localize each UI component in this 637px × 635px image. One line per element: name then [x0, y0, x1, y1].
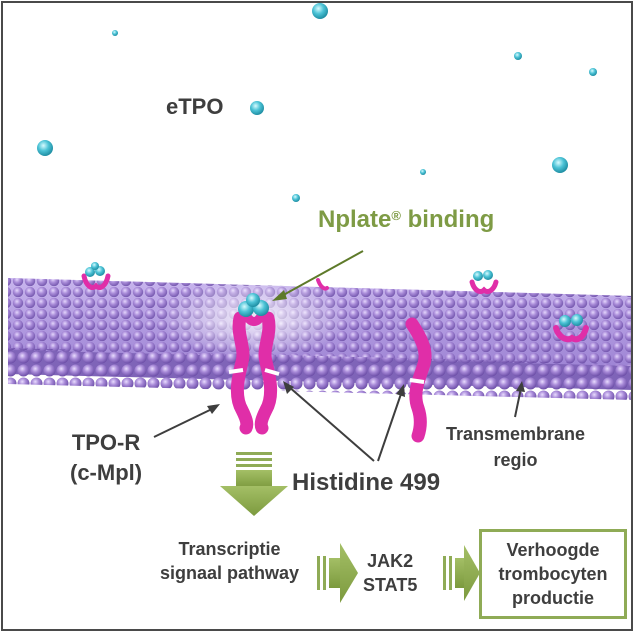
pathway-step-jak-stat: JAK2 STAT5 [363, 549, 417, 597]
etpo-molecules [37, 3, 597, 202]
membrane-receptor-cluster-center [316, 278, 329, 291]
signal-arrow-down [220, 452, 288, 516]
transmembrane-line1: Transmembrane [446, 424, 586, 444]
pathway-step-transcription: Transcriptie signaal pathway [160, 537, 299, 585]
transmembrane-label: Transmembrane regio [446, 421, 585, 473]
transmembrane-line2: regio [493, 450, 538, 470]
tpo-receptor-monomer [405, 317, 432, 443]
jak2-label: JAK2 [367, 551, 414, 571]
registered-mark: ® [391, 208, 401, 223]
tpo-r-line2: (c-Mpl) [70, 460, 143, 485]
tpo-r-label: TPO-R (c-Mpl) [70, 428, 142, 488]
nplate-name: Nplate [318, 206, 392, 233]
membrane-receptor-cluster-left [81, 262, 111, 290]
cell-membrane [8, 278, 633, 400]
pathway-result-box: Verhoogde trombocyten productie [479, 529, 627, 619]
etpo-label: eTPO [166, 94, 224, 119]
membrane-receptor-cluster-far-right [553, 314, 589, 343]
nplate-molecule [238, 293, 269, 317]
nplate-binding-label: Nplate® binding [318, 206, 494, 234]
transcription-line1: Transcriptie [178, 539, 281, 559]
pathway-arrow-1 [317, 543, 358, 603]
tpo-r-line1: TPO-R [71, 430, 141, 455]
stat5-label: STAT5 [363, 575, 418, 595]
result-line3: productie [511, 588, 594, 608]
result-line1: Verhoogde [506, 540, 600, 560]
transcription-line2: signaal pathway [160, 563, 300, 583]
histidine-label: Histidine 499 [292, 469, 441, 496]
pathway-arrow-2 [443, 545, 480, 601]
nplate-binding-text: binding [400, 206, 495, 233]
membrane-receptor-cluster-right [469, 270, 499, 295]
annotation-arrows [153, 250, 525, 462]
result-line2: trombocyten [498, 564, 608, 584]
